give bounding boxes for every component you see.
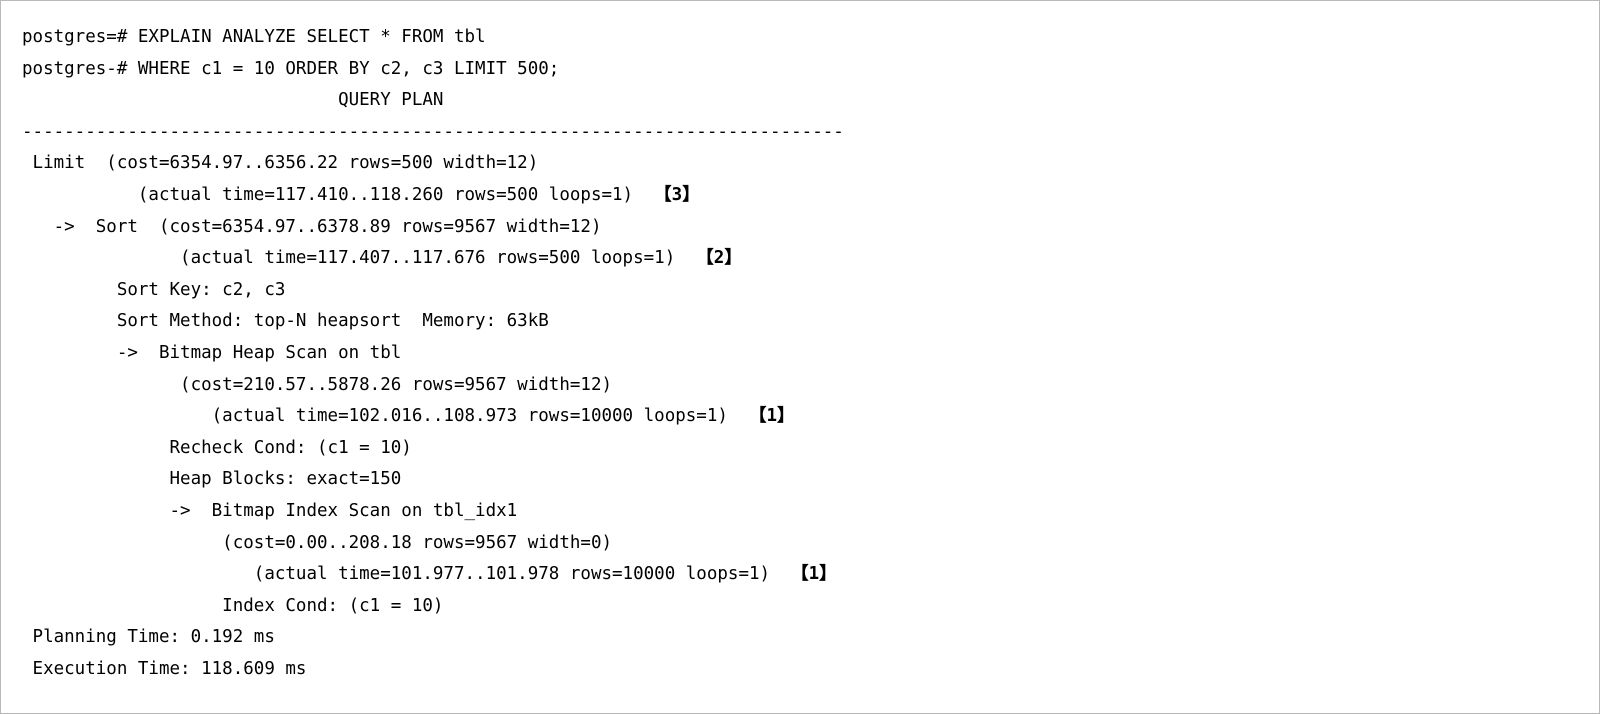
planning-time: Planning Time: 0.192 ms (22, 622, 1591, 654)
separator-rule-text: ----------------------------------------… (22, 121, 844, 142)
sort-key: Sort Key: c2, c3 (22, 275, 1591, 307)
node-bitmap-index-scan-cost: (cost=0.00..208.18 rows=9567 width=0) (22, 528, 1591, 560)
node-sort-text: -> Sort (cost=6354.97..6378.89 rows=9567… (22, 216, 602, 237)
separator-rule: ----------------------------------------… (22, 117, 1591, 149)
node-sort-actual-marker: 【2】 (696, 248, 742, 269)
planning-time-text: Planning Time: 0.192 ms (22, 627, 275, 648)
node-bitmap-index-scan: -> Bitmap Index Scan on tbl_idx1 (22, 496, 1591, 528)
query-line-1: postgres=# EXPLAIN ANALYZE SELECT * FROM… (22, 22, 1591, 54)
node-bitmap-index-scan-actual: (actual time=101.977..101.978 rows=10000… (22, 559, 1591, 591)
node-bitmap-heap-scan-actual: (actual time=102.016..108.973 rows=10000… (22, 401, 1591, 433)
explain-analyze-output[interactable]: postgres=# EXPLAIN ANALYZE SELECT * FROM… (22, 22, 1591, 709)
node-limit-text: Limit (cost=6354.97..6356.22 rows=500 wi… (22, 153, 539, 174)
recheck-cond-text: Recheck Cond: (c1 = 10) (22, 437, 412, 458)
node-sort: -> Sort (cost=6354.97..6378.89 rows=9567… (22, 212, 1591, 244)
recheck-cond: Recheck Cond: (c1 = 10) (22, 433, 1591, 465)
node-sort-actual-text: (actual time=117.407..117.676 rows=500 l… (22, 248, 697, 269)
node-limit-actual-marker: 【3】 (654, 184, 700, 205)
execution-time-text: Execution Time: 118.609 ms (22, 658, 307, 679)
node-limit: Limit (cost=6354.97..6356.22 rows=500 wi… (22, 148, 1591, 180)
execution-time: Execution Time: 118.609 ms (22, 654, 1591, 686)
query-line-2: postgres-# WHERE c1 = 10 ORDER BY c2, c3… (22, 54, 1591, 86)
node-bitmap-index-scan-text: -> Bitmap Index Scan on tbl_idx1 (22, 500, 518, 521)
heap-blocks: Heap Blocks: exact=150 (22, 464, 1591, 496)
index-cond-text: Index Cond: (c1 = 10) (22, 595, 444, 616)
node-bitmap-index-scan-cost-text: (cost=0.00..208.18 rows=9567 width=0) (22, 532, 613, 553)
node-bitmap-heap-scan: -> Bitmap Heap Scan on tbl (22, 338, 1591, 370)
node-limit-actual-text: (actual time=117.410..118.260 rows=500 l… (22, 184, 655, 205)
node-bitmap-heap-scan-actual-text: (actual time=102.016..108.973 rows=10000… (22, 406, 749, 427)
sort-method-text: Sort Method: top-N heapsort Memory: 63kB (22, 311, 549, 332)
sort-key-text: Sort Key: c2, c3 (22, 279, 286, 300)
node-bitmap-index-scan-actual-marker: 【1】 (791, 564, 837, 585)
node-bitmap-heap-scan-cost: (cost=210.57..5878.26 rows=9567 width=12… (22, 370, 1591, 402)
node-bitmap-heap-scan-actual-marker: 【1】 (748, 406, 795, 427)
node-bitmap-heap-scan-text: -> Bitmap Heap Scan on tbl (22, 342, 402, 363)
query-line-1-text: postgres=# EXPLAIN ANALYZE SELECT * FROM… (22, 27, 486, 47)
index-cond: Index Cond: (c1 = 10) (22, 591, 1591, 623)
heap-blocks-text: Heap Blocks: exact=150 (22, 469, 402, 490)
sort-method: Sort Method: top-N heapsort Memory: 63kB (22, 306, 1591, 338)
node-sort-actual: (actual time=117.407..117.676 rows=500 l… (22, 243, 1591, 275)
query-plan-header: QUERY PLAN (22, 85, 1591, 117)
node-bitmap-index-scan-actual-text: (actual time=101.977..101.978 rows=10000… (22, 564, 792, 585)
node-limit-actual: (actual time=117.410..118.260 rows=500 l… (22, 180, 1591, 212)
query-line-2-text: postgres-# WHERE c1 = 10 ORDER BY c2, c3… (22, 58, 560, 79)
node-bitmap-heap-scan-cost-text: (cost=210.57..5878.26 rows=9567 width=12… (22, 374, 613, 395)
query-plan-header-text: QUERY PLAN (22, 90, 444, 111)
